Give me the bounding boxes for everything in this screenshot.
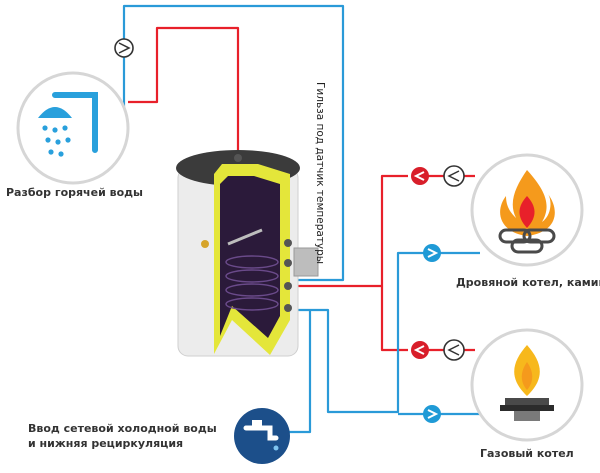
pipe-hot-to-boilers [285,174,408,288]
arrow-left-icon [411,341,429,359]
label-gas-boiler: Газовый котел [480,447,574,460]
sensor-sleeve [293,247,319,277]
arrow-right-icon [423,244,441,262]
tank-gauge [201,240,209,248]
pipes [103,4,480,434]
flow-markers [411,165,465,423]
tank-interior [220,176,280,338]
arrow-right-icon [423,405,441,423]
pipe-hot-supply-red [128,26,240,158]
anode-rod [227,228,263,246]
label-sensor-sleeve: Гильза под датчик температуры [314,82,326,265]
label-cold-water-line2: и нижняя рециркуляция [28,437,184,450]
pipe-hot-to-gas [380,286,408,352]
pump-icon [443,165,465,187]
label-cold-water-line1: Ввод сетевой холодной воды [28,422,217,435]
label-hot-water: Разбор горячей воды [6,186,143,199]
shower-icon [16,71,130,185]
pipe-recirculation-blue [122,4,345,282]
storage-tank [176,150,319,357]
arrow-left-icon [411,167,429,185]
tank-nozzles [234,154,292,312]
label-wood-boiler: Дровяной котел, камин [456,276,600,289]
heat-exchanger-coil [225,255,279,311]
gas-burner-icon [470,328,584,442]
pump-icon [443,339,465,361]
pump-icon [114,38,134,58]
water-tap-icon [234,408,290,464]
wood-fire-icon [470,153,584,267]
pipe-cold-from-wood [287,251,425,414]
